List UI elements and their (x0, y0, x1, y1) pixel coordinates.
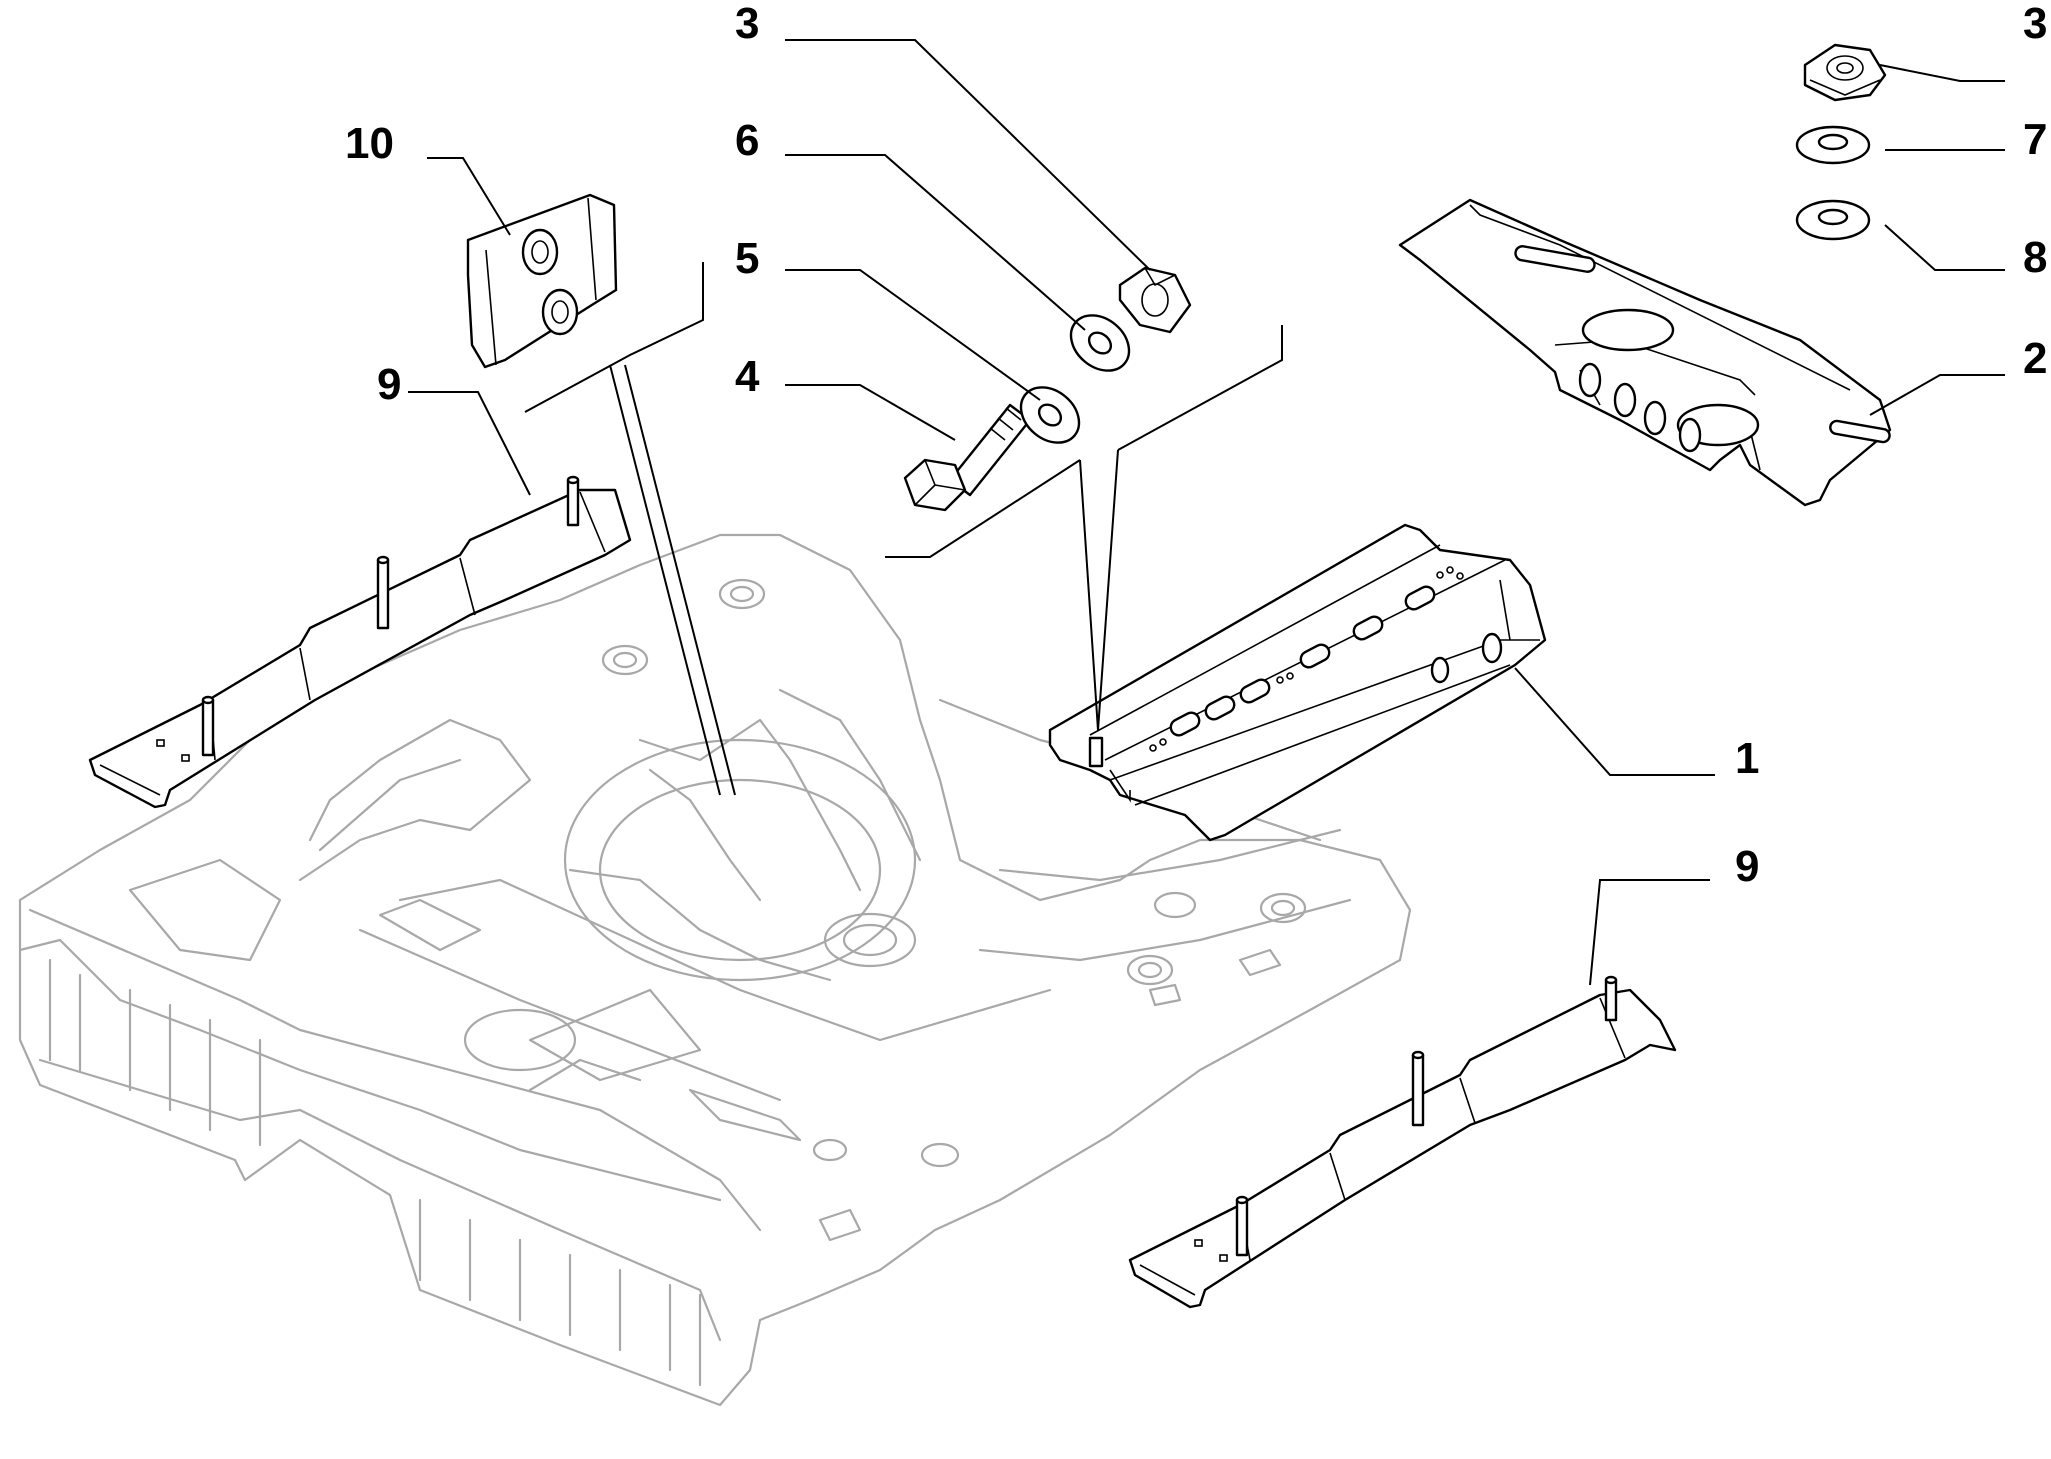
reinforcement-rail-part-9-right (1128, 975, 1677, 1309)
callout-2: 2 (2023, 334, 2047, 383)
washer-part-7 (1795, 125, 1871, 165)
callout-labels: 1 2 3 3 4 5 6 7 8 9 9 10 (345, 0, 2047, 891)
callout-6: 6 (735, 116, 759, 165)
washer-part-5 (1019, 386, 1081, 444)
callout-9-right: 9 (1735, 842, 1759, 891)
callout-1: 1 (1735, 734, 1759, 783)
bolt-part-4 (903, 403, 1032, 512)
upper-bracket-part-2 (1398, 198, 1892, 507)
nut-part-3-center (1118, 266, 1192, 334)
washer-part-8 (1795, 199, 1871, 241)
leader-lines (408, 39, 2005, 986)
callout-7: 7 (2023, 115, 2047, 164)
callout-8: 8 (2023, 233, 2047, 282)
callout-10: 10 (345, 119, 394, 168)
callout-9-left: 9 (377, 360, 401, 409)
callout-3-center: 3 (735, 0, 759, 48)
cross-member-part-1 (1048, 523, 1547, 842)
callout-5: 5 (735, 234, 759, 283)
washer-part-6 (1069, 314, 1131, 372)
callout-3-top-right: 3 (2023, 0, 2047, 48)
callout-4: 4 (735, 352, 760, 401)
reinforcement-rail-part-9-left (88, 475, 632, 809)
nut-part-3-top-right (1803, 43, 1887, 102)
bracket-plate-part-10 (466, 193, 618, 369)
